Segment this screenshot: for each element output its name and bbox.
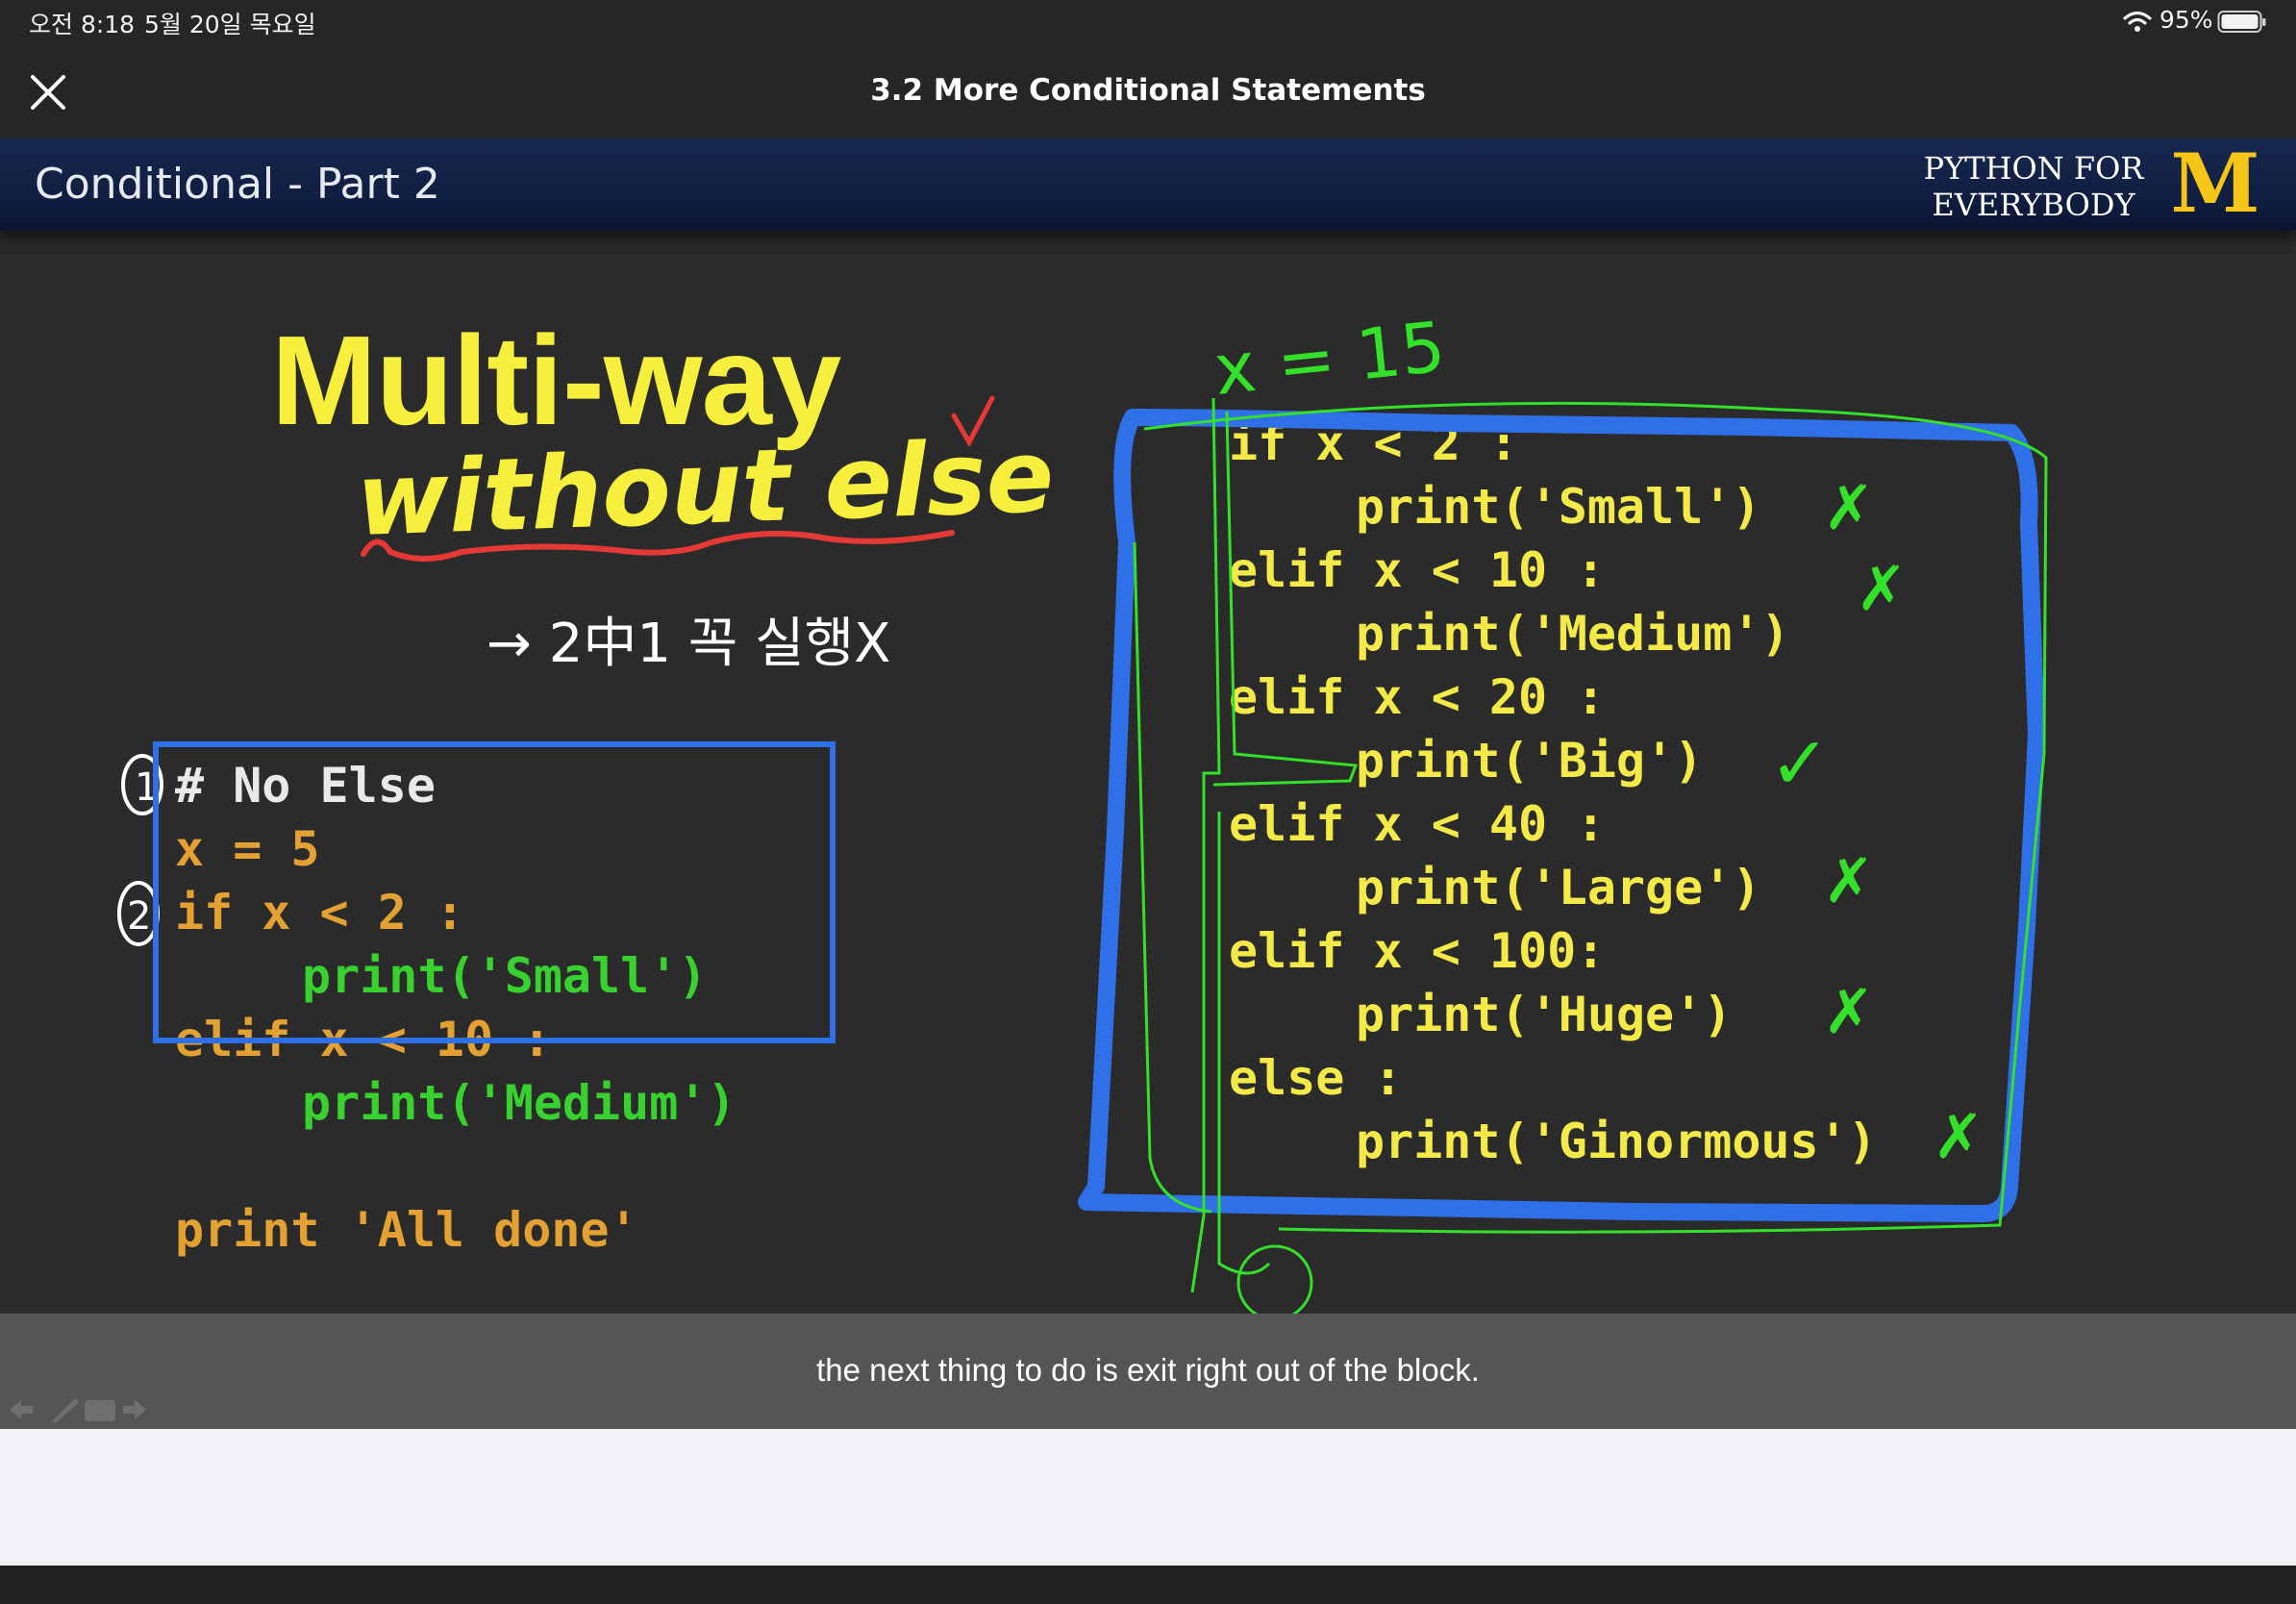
annotation-without-else: without else — [355, 417, 1056, 559]
circle-number-2: 2 — [117, 881, 160, 946]
right-code-line-4: print('Medium') — [1356, 606, 1790, 662]
slides-icon — [85, 1400, 115, 1421]
battery-icon — [2217, 11, 2266, 33]
code-print-small: print('Small') — [302, 948, 708, 1004]
svg-text:M: M — [2171, 148, 2260, 221]
lower-panel — [0, 1429, 2296, 1566]
video-player[interactable]: Conditional - Part 2 PYTHON FOR EVERYBOD… — [0, 138, 2296, 1316]
video-title: 3.2 More Conditional Statements — [870, 73, 1426, 108]
code-if-line: if x < 2 : — [175, 885, 465, 940]
mark-large: ✗ — [1823, 846, 1875, 917]
brand-line-2: EVERYBODY — [1932, 187, 2135, 223]
right-code-line-2: print('Small') — [1356, 479, 1761, 535]
mark-small: ✗ — [1823, 473, 1875, 544]
annotation-circle-end — [1236, 1244, 1313, 1316]
code-comment: # No Else — [175, 758, 436, 814]
right-code-line-6: print('Big') — [1356, 733, 1704, 789]
mark-medium: ✗ — [1856, 554, 1908, 625]
caption-band: the next thing to do is exit right out o… — [0, 1314, 2296, 1429]
annotation-x-equals: x = 15 — [1210, 306, 1449, 411]
slide-nav-controls — [10, 1398, 146, 1423]
right-code-line-11: else : — [1229, 1050, 1403, 1106]
brand-line-1: PYTHON FOR — [1923, 150, 2144, 187]
mark-big: ✓ — [1769, 720, 1831, 806]
svg-text:2: 2 — [127, 894, 151, 939]
slide-subtitle: Conditional - Part 2 — [35, 160, 440, 209]
title-bar: 3.2 More Conditional Statements — [0, 46, 2296, 138]
battery-percent: 95% — [2159, 6, 2213, 34]
close-icon — [31, 75, 65, 110]
right-code-line-12: print('Ginormous') — [1356, 1114, 1877, 1169]
right-code-line-3: elif x < 10 : — [1229, 542, 1606, 598]
annotation-comment: → 2中1 꼭 실행X — [487, 613, 891, 675]
next-arrow-icon — [123, 1400, 146, 1419]
status-date: 5월 20일 목요일 — [144, 11, 316, 38]
university-logo: M — [2171, 148, 2260, 221]
mark-ginormous: ✗ — [1933, 1102, 1984, 1173]
mark-huge: ✗ — [1823, 977, 1875, 1048]
prev-arrow-icon — [10, 1400, 33, 1419]
wifi-icon — [2123, 11, 2152, 32]
status-time: 오전 8:18 — [29, 11, 136, 38]
slide-header: Conditional - Part 2 PYTHON FOR EVERYBOD… — [0, 138, 2296, 231]
right-code-line-9: elif x < 100: — [1229, 923, 1606, 979]
right-code-line-7: elif x < 40 : — [1229, 796, 1606, 852]
bottom-bar — [0, 1566, 2296, 1604]
status-bar: 오전 8:18 5월 20일 목요일 95% — [0, 0, 2296, 46]
right-code-line-8: print('Large') — [1356, 860, 1761, 915]
pen-icon — [52, 1398, 79, 1423]
caption-text: the next thing to do is exit right out o… — [816, 1352, 1480, 1388]
slide-heading: Multi-way — [271, 310, 841, 451]
code-done-line: print 'All done' — [175, 1202, 638, 1258]
right-code-line-5: elif x < 20 : — [1229, 669, 1606, 725]
brand-text: PYTHON FOR EVERYBODY — [1904, 150, 2163, 223]
code-print-medium: print('Medium') — [302, 1075, 736, 1131]
handwritten-annotations: without else → 2中1 꼭 실행X 1 2 x = 15 ✗ ✗ … — [117, 306, 2048, 1316]
right-code-line-10: print('Huge') — [1356, 987, 1733, 1042]
close-button[interactable] — [23, 67, 73, 117]
code-assign: x = 5 — [175, 821, 320, 877]
